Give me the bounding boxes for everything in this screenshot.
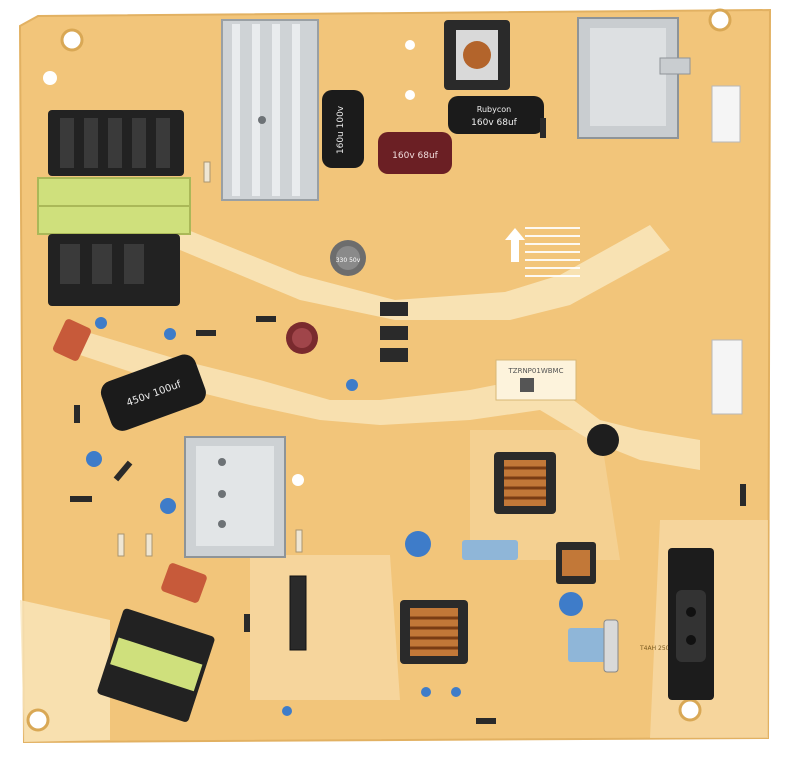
- heatsink-middle: [184, 436, 286, 558]
- board-sticker: TZRNP01WBMC: [495, 359, 577, 401]
- capacitor-small-grey: 330 50v: [330, 240, 366, 276]
- cap-label-a: 160v 68uf: [471, 118, 518, 128]
- cap-label-b: 160v 68uf: [392, 151, 439, 161]
- cap-brand: Rubycon: [477, 105, 511, 114]
- connectors: [289, 85, 743, 651]
- ntc-thermistor: [587, 424, 619, 456]
- heatsink-top: [221, 19, 319, 201]
- cap-label-upper: 160u 100v: [336, 105, 346, 154]
- ac-inlet: [668, 548, 714, 700]
- capacitor-upper-black: 160u 100v: [322, 90, 364, 168]
- small-components: [70, 118, 746, 724]
- top-inductor: [444, 20, 510, 90]
- capacitor-small-maroon: [286, 322, 318, 354]
- film-capacitors: [53, 319, 608, 662]
- choke-right: [494, 452, 556, 514]
- fuse-text: T4AH 250V: [639, 645, 674, 652]
- main-transformer: [37, 110, 191, 306]
- standby-transformer: [97, 608, 215, 722]
- sticker-text: TZRNP01WBMC: [508, 367, 564, 375]
- capacitor-horizontal-a: Rubycon 160v 68uf: [448, 96, 544, 134]
- capacitor-maroon: 160v 68uf: [378, 132, 452, 174]
- capacitor-left-big: 450v 100uf: [100, 354, 206, 431]
- small-cap-label: 330 50v: [336, 257, 361, 264]
- heatsink-upper-right: [577, 17, 691, 139]
- ic-chips: [380, 302, 408, 362]
- choke-small: [556, 542, 596, 584]
- choke-bottom: [400, 600, 468, 664]
- fuse: T4AH 250V: [603, 619, 674, 673]
- ceramic-capacitors: [86, 317, 583, 716]
